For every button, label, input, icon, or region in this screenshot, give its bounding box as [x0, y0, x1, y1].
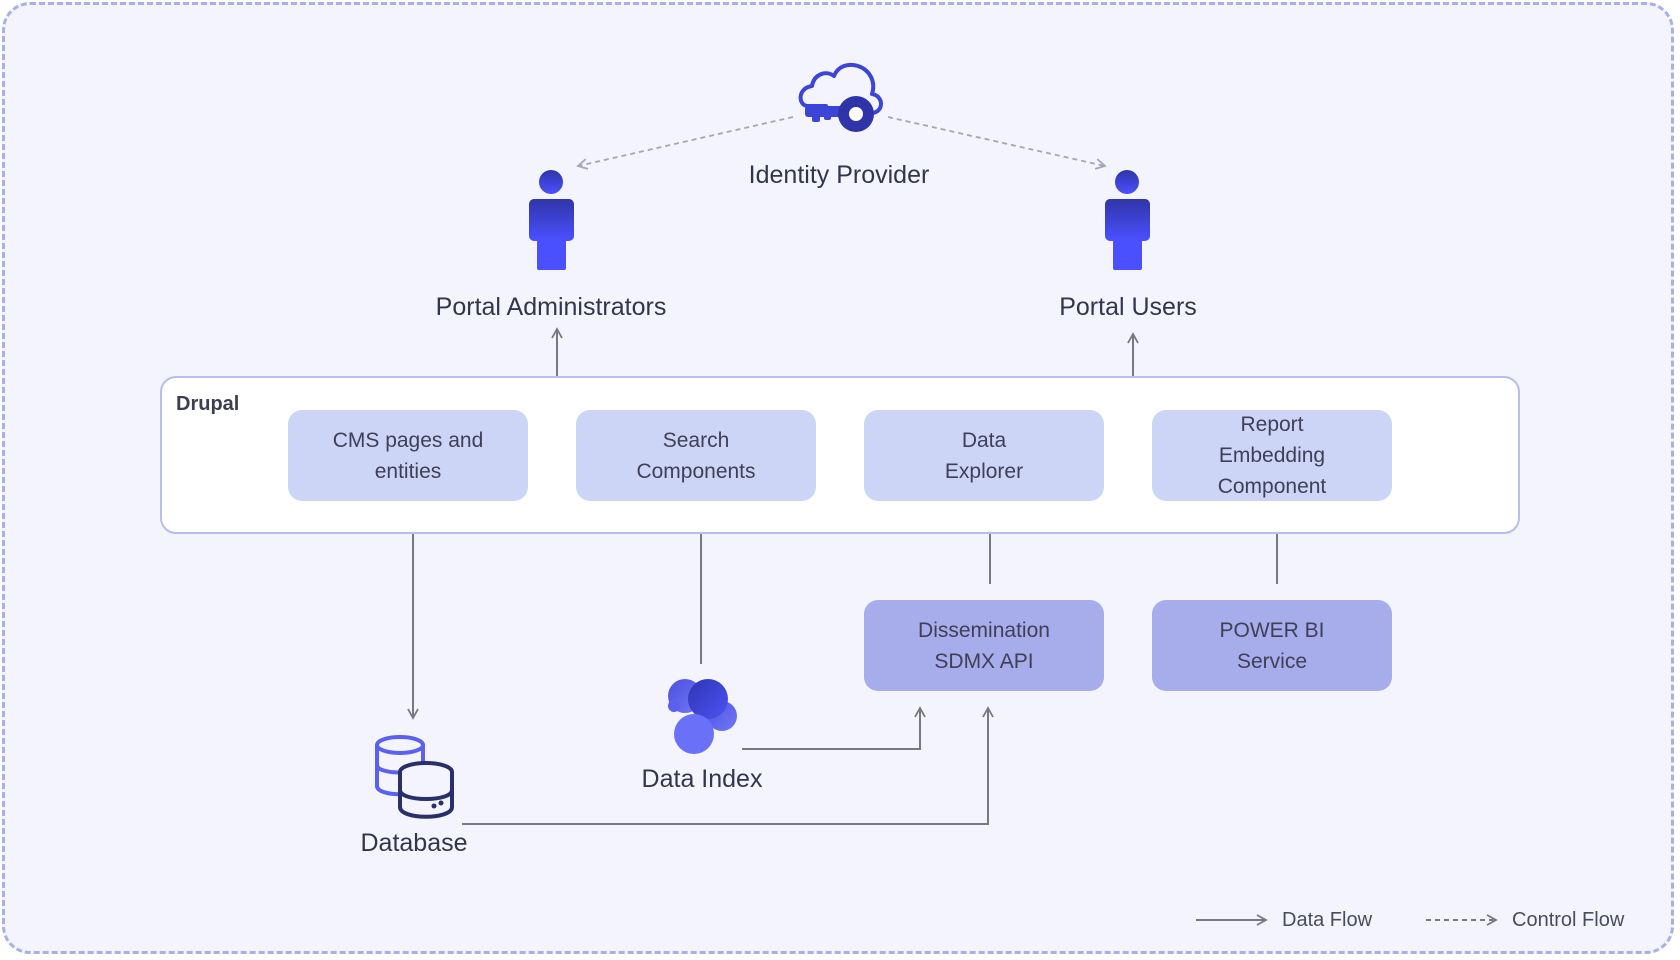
admin-person-icon [529, 170, 574, 270]
control-flow-idp-to-admins [576, 116, 794, 170]
power-bi-service-box[interactable]: POWER BI Service [1152, 600, 1392, 691]
report-embedding-box[interactable]: Report Embedding Component [1152, 410, 1392, 501]
sdmx-api-box[interactable]: Dissemination SDMX API [864, 600, 1104, 691]
bubble-cluster-icon [668, 679, 737, 754]
data-index-label: Data Index [641, 765, 763, 793]
flow-index-to-sdmx [742, 706, 926, 750]
cms-pages-box[interactable]: CMS pages and entities [288, 410, 528, 501]
search-components-box[interactable]: Search Components [576, 410, 816, 501]
portal-administrators-label: Portal Administrators [435, 293, 667, 321]
user-person-icon [1105, 170, 1150, 270]
database-label: Database [360, 829, 468, 857]
identity-provider-label: Identity Provider [748, 161, 930, 189]
portal-users-label: Portal Users [1059, 293, 1197, 321]
cloud-key-icon [798, 62, 883, 132]
legend-control-flow-label: Control Flow [1512, 909, 1625, 931]
flow-database-to-sdmx [462, 706, 994, 825]
drupal-label: Drupal [176, 393, 240, 415]
legend-data-flow-label: Data Flow [1282, 909, 1373, 931]
data-explorer-box[interactable]: Data Explorer [864, 410, 1104, 501]
database-stack-icon [375, 735, 454, 819]
control-flow-idp-to-users [887, 116, 1107, 170]
